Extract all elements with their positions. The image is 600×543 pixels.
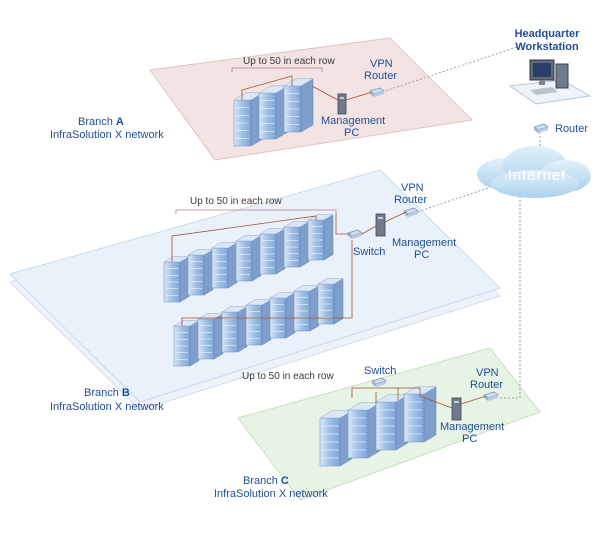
internet-label: Internet [508, 167, 567, 184]
branch-a-name: Branch A [78, 116, 124, 128]
branch-c: Switch VPN Router Management PC Branch C… [214, 365, 504, 500]
branch-b-row-caption-bottom: Up to 50 in each row [242, 371, 334, 382]
workstation-tower-icon [555, 63, 569, 89]
branch-b: Up to 50 in each row Up to 50 in each ro… [50, 182, 456, 413]
hq-router: Router [533, 123, 588, 135]
branch-b-row-caption-top: Up to 50 in each row [190, 196, 282, 207]
branch-b-mgmt-line1: Management [392, 237, 456, 249]
link-branch-b-to-internet [413, 183, 501, 214]
branch-c-server-row [319, 386, 437, 467]
branch-c-mgmt-line1: Management [440, 421, 504, 433]
hq-workstation: Headquarter Workstation [508, 28, 592, 105]
branch-b-switch-icon [347, 229, 363, 239]
branch-b-name: Branch B [84, 387, 130, 399]
branch-b-server-row-top [163, 214, 334, 303]
server-rack-icon [307, 214, 334, 261]
branch-b-vpn-router-icon [403, 207, 419, 217]
branch-b-mgmt-line2: PC [414, 249, 429, 261]
server-rack-icon [233, 92, 264, 147]
hq-router-icon [533, 123, 549, 133]
hq-router-label: Router [555, 123, 588, 135]
branch-a-server-row [233, 75, 314, 147]
server-rack-icon [163, 256, 190, 303]
server-rack-icon [221, 306, 248, 353]
link-branch-a-to-hq [381, 45, 521, 93]
server-rack-icon [403, 386, 437, 443]
branch-b-switch-label: Switch [353, 246, 385, 258]
branch-a-vpn-line2: Router [364, 70, 397, 82]
branch-a-mgmt-line1: Management [321, 115, 385, 127]
branch-b-network: InfraSolution X network [50, 401, 164, 413]
server-rack-icon [317, 278, 344, 325]
server-rack-icon [211, 242, 238, 289]
server-rack-icon [283, 221, 310, 268]
server-rack-icon [245, 299, 272, 346]
server-rack-icon [269, 292, 296, 339]
link-branch-c-to-internet [500, 186, 521, 399]
branch-c-network: InfraSolution X network [214, 488, 328, 500]
server-rack-icon [173, 320, 200, 367]
server-rack-icon [293, 285, 320, 332]
hq-title-line1: Headquarter [515, 28, 581, 40]
branch-c-name: Branch C [243, 475, 289, 487]
branch-c-management-pc-icon [451, 397, 462, 421]
server-rack-icon [258, 85, 289, 140]
hq-title-line2: Workstation [515, 41, 579, 53]
branch-a-mgmt-line2: PC [344, 127, 359, 139]
server-rack-icon [375, 394, 409, 451]
branch-a-management-pc-icon [337, 93, 347, 115]
server-rack-icon [283, 78, 314, 133]
server-rack-icon [319, 410, 353, 467]
server-rack-icon [347, 402, 381, 459]
branch-b-server-row-bottom [173, 278, 344, 367]
branch-b-vpn-line2: Router [394, 194, 427, 206]
server-rack-icon [259, 228, 286, 275]
internet-cloud: Internet [477, 146, 591, 198]
branch-c-mgmt-line2: PC [462, 433, 477, 445]
branch-a-vpn-line1: VPN [370, 58, 393, 70]
branch-a: Up to 50 in each row VPN Router Manageme… [50, 56, 397, 147]
server-rack-icon [187, 249, 214, 296]
branch-c-switch-icon [371, 377, 387, 387]
server-rack-icon [235, 235, 262, 282]
branch-c-switch-label: Switch [364, 365, 396, 377]
branch-a-network: InfraSolution X network [50, 129, 164, 141]
branch-a-row-caption: Up to 50 in each row [243, 56, 335, 67]
branch-c-vpn-line2: Router [470, 379, 503, 391]
branch-b-management-pc-icon [375, 213, 386, 237]
branch-b-vpn-line1: VPN [401, 182, 424, 194]
server-rack-icon [197, 313, 224, 360]
branch-c-vpn-line1: VPN [476, 367, 499, 379]
